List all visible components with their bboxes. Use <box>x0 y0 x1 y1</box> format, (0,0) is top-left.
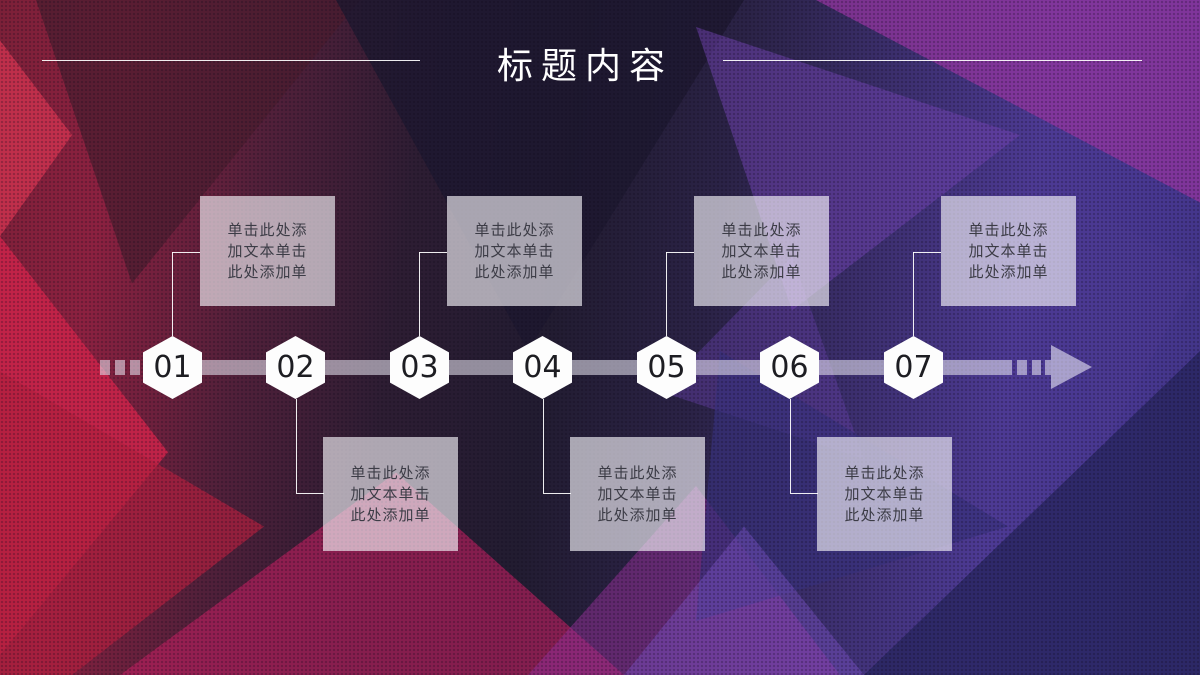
connector-line <box>172 252 173 336</box>
placeholder-line: 单击此处添 <box>474 221 555 239</box>
text-placeholder-1[interactable]: 单击此处添 加文本单击 此处添加单 <box>200 196 335 306</box>
placeholder-line: 此处添加单 <box>597 506 678 524</box>
placeholder-line: 此处添加单 <box>350 506 431 524</box>
connector-line <box>543 399 544 493</box>
text-placeholder-5[interactable]: 单击此处添 加文本单击 此处添加单 <box>694 196 829 306</box>
node-number: 05 <box>647 350 686 385</box>
placeholder-line: 此处添加单 <box>474 263 555 281</box>
placeholder-line: 加文本单击 <box>721 242 802 260</box>
connector-line <box>790 399 791 493</box>
connector-line <box>419 252 420 336</box>
placeholder-line: 加文本单击 <box>474 242 555 260</box>
connector-line <box>790 493 818 494</box>
node-number: 01 <box>153 350 192 385</box>
timeline-dash <box>1032 360 1041 375</box>
title-divider-right <box>723 60 1142 61</box>
text-placeholder-7[interactable]: 单击此处添 加文本单击 此处添加单 <box>941 196 1076 306</box>
connector-line <box>666 252 667 336</box>
page-title[interactable]: 标题内容 <box>496 45 673 86</box>
placeholder-line: 加文本单击 <box>968 242 1049 260</box>
node-number: 07 <box>894 350 933 385</box>
placeholder-line: 此处添加单 <box>227 263 308 281</box>
connector-line <box>419 252 447 253</box>
placeholder-line: 加文本单击 <box>844 485 925 503</box>
connector-line <box>172 252 200 253</box>
connector-line <box>913 252 941 253</box>
node-number: 04 <box>523 350 562 385</box>
placeholder-line: 单击此处添 <box>968 221 1049 239</box>
placeholder-line: 加文本单击 <box>350 485 431 503</box>
placeholder-line: 此处添加单 <box>968 263 1049 281</box>
node-number: 06 <box>770 350 809 385</box>
connector-line <box>913 252 914 336</box>
arrow-right-icon <box>1051 345 1092 389</box>
placeholder-line: 单击此处添 <box>721 221 802 239</box>
text-placeholder-6[interactable]: 单击此处添 加文本单击 此处添加单 <box>817 437 952 551</box>
text-placeholder-4[interactable]: 单击此处添 加文本单击 此处添加单 <box>570 437 705 551</box>
timeline-dash <box>130 360 140 375</box>
timeline-node-1[interactable]: 01 <box>143 336 202 399</box>
node-number: 03 <box>400 350 439 385</box>
timeline-node-7[interactable]: 07 <box>884 336 943 399</box>
placeholder-line: 单击此处添 <box>350 464 431 482</box>
placeholder-line: 加文本单击 <box>227 242 308 260</box>
text-placeholder-2[interactable]: 单击此处添 加文本单击 此处添加单 <box>323 437 458 551</box>
timeline-node-3[interactable]: 03 <box>390 336 449 399</box>
timeline-node-4[interactable]: 04 <box>513 336 572 399</box>
title-divider-left <box>42 60 420 61</box>
text-placeholder-3[interactable]: 单击此处添 加文本单击 此处添加单 <box>447 196 582 306</box>
connector-line <box>296 493 324 494</box>
placeholder-line: 单击此处添 <box>844 464 925 482</box>
placeholder-line: 此处添加单 <box>844 506 925 524</box>
node-number: 02 <box>276 350 315 385</box>
placeholder-line: 单击此处添 <box>597 464 678 482</box>
placeholder-line: 此处添加单 <box>721 263 802 281</box>
connector-line <box>296 399 297 493</box>
timeline-dash <box>100 360 110 375</box>
timeline-node-2[interactable]: 02 <box>266 336 325 399</box>
timeline-dash <box>1017 360 1027 375</box>
placeholder-line: 加文本单击 <box>597 485 678 503</box>
timeline-dash <box>1045 360 1051 375</box>
timeline-dash <box>115 360 125 375</box>
placeholder-line: 单击此处添 <box>227 221 308 239</box>
connector-line <box>666 252 694 253</box>
connector-line <box>543 493 571 494</box>
